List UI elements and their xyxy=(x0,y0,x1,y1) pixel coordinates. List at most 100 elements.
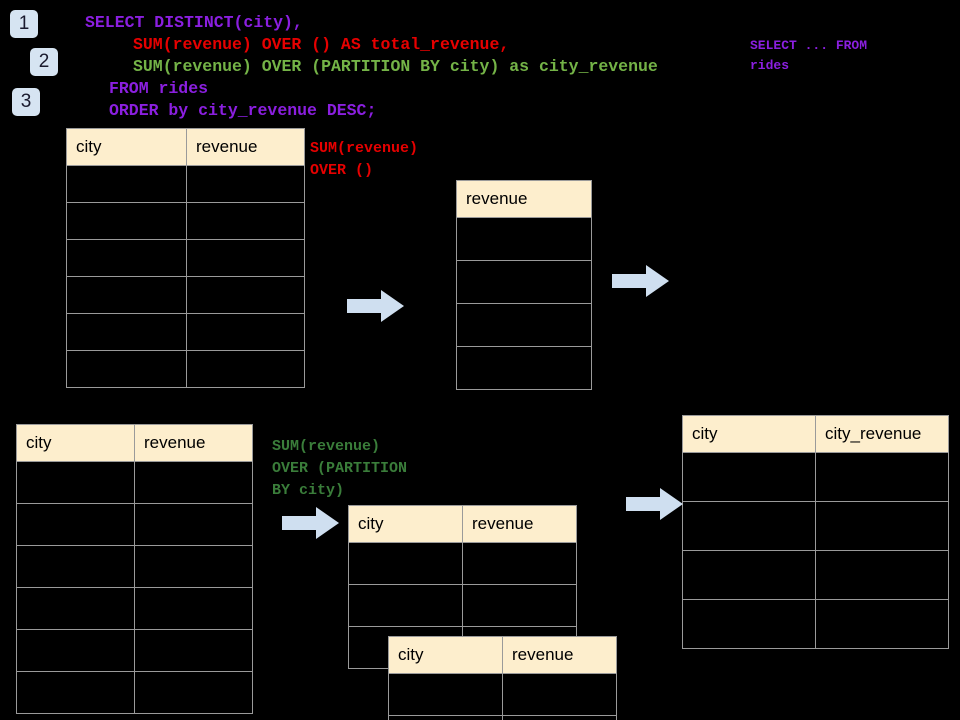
table-cell xyxy=(66,165,187,203)
table-row xyxy=(66,165,305,203)
table-row xyxy=(456,217,592,261)
table-cell xyxy=(66,350,187,388)
table-cell xyxy=(66,202,187,240)
arrow-rides-to-partition xyxy=(282,505,340,541)
table-row xyxy=(388,715,617,720)
table-row xyxy=(16,629,253,672)
table-cell xyxy=(186,165,305,203)
table-cell xyxy=(16,671,135,714)
table-cell xyxy=(348,584,463,627)
table-header-row: revenue xyxy=(456,180,592,218)
table-cell xyxy=(456,260,592,304)
table-cell xyxy=(134,461,253,504)
table-row xyxy=(348,584,577,627)
table-row xyxy=(682,452,949,502)
table-row xyxy=(66,202,305,240)
arrow-total-to-result xyxy=(612,263,670,299)
table-cell xyxy=(16,545,135,588)
table-row xyxy=(66,239,305,277)
table-row xyxy=(456,260,592,304)
table-total-revenue: revenue xyxy=(456,180,592,390)
sql-line-2: SUM(revenue) OVER () AS total_revenue, xyxy=(133,35,510,54)
column-header: revenue xyxy=(456,180,592,218)
table-cell xyxy=(456,346,592,390)
table-row xyxy=(682,550,949,600)
table-row xyxy=(682,501,949,551)
step-badge-1: 1 xyxy=(10,10,38,38)
table-row xyxy=(348,542,577,585)
table-cell xyxy=(348,542,463,585)
column-header: city_revenue xyxy=(815,415,949,453)
table-cell xyxy=(682,501,816,551)
table-cell xyxy=(815,550,949,600)
arrow-partition-to-result xyxy=(626,486,684,522)
table-row xyxy=(66,350,305,388)
table-cell xyxy=(388,673,503,716)
arrow-rides-to-total xyxy=(347,288,405,324)
column-header: revenue xyxy=(462,505,577,543)
table-cell xyxy=(456,217,592,261)
column-header: revenue xyxy=(502,636,617,674)
table-row xyxy=(16,503,253,546)
table-cell xyxy=(186,350,305,388)
table-cell xyxy=(502,673,617,716)
table-cell xyxy=(682,550,816,600)
table-cell xyxy=(186,202,305,240)
table-cell xyxy=(186,276,305,314)
table-cell xyxy=(16,461,135,504)
table-row xyxy=(16,587,253,630)
table-row xyxy=(16,545,253,588)
note-select-from-rides: SELECT ... FROM rides xyxy=(750,38,868,73)
table-cell xyxy=(502,715,617,720)
table-cell xyxy=(815,452,949,502)
sql-line-1: SELECT DISTINCT(city), xyxy=(85,13,303,32)
table-cell xyxy=(815,501,949,551)
table-row xyxy=(388,673,617,716)
table-cell xyxy=(66,239,187,277)
table-cell xyxy=(462,542,577,585)
table-row xyxy=(456,303,592,347)
table-cell xyxy=(682,452,816,502)
table-cell xyxy=(134,629,253,672)
table-row xyxy=(16,671,253,714)
column-header: revenue xyxy=(134,424,253,462)
column-header: city xyxy=(682,415,816,453)
column-header: city xyxy=(16,424,135,462)
sql-query-block: SELECT DISTINCT(city), SUM(revenue) OVER … xyxy=(85,12,658,122)
step-badge-3: 3 xyxy=(12,88,40,116)
column-header: city xyxy=(66,128,187,166)
table-row xyxy=(682,599,949,649)
table-row xyxy=(66,276,305,314)
table-row xyxy=(456,346,592,390)
table-cell xyxy=(16,629,135,672)
table-cell xyxy=(186,239,305,277)
table-row xyxy=(66,313,305,351)
note-sum-over-empty: SUM(revenue) OVER () xyxy=(310,140,419,179)
table-cell xyxy=(134,503,253,546)
table-row xyxy=(16,461,253,504)
table-cell xyxy=(66,276,187,314)
table-cell xyxy=(186,313,305,351)
step-badge-2: 2 xyxy=(30,48,58,76)
sql-line-4: FROM rides xyxy=(109,79,209,98)
note-sum-over-partition: SUM(revenue) OVER (PARTITION BY city) xyxy=(272,438,408,499)
column-header: revenue xyxy=(186,128,305,166)
table-cell xyxy=(134,545,253,588)
table-cell xyxy=(388,715,503,720)
table-cell xyxy=(16,587,135,630)
table-cell xyxy=(16,503,135,546)
table-cell xyxy=(815,599,949,649)
column-header: city xyxy=(348,505,463,543)
table-cell xyxy=(456,303,592,347)
sql-line-5: ORDER by city_revenue DESC; xyxy=(109,101,377,120)
